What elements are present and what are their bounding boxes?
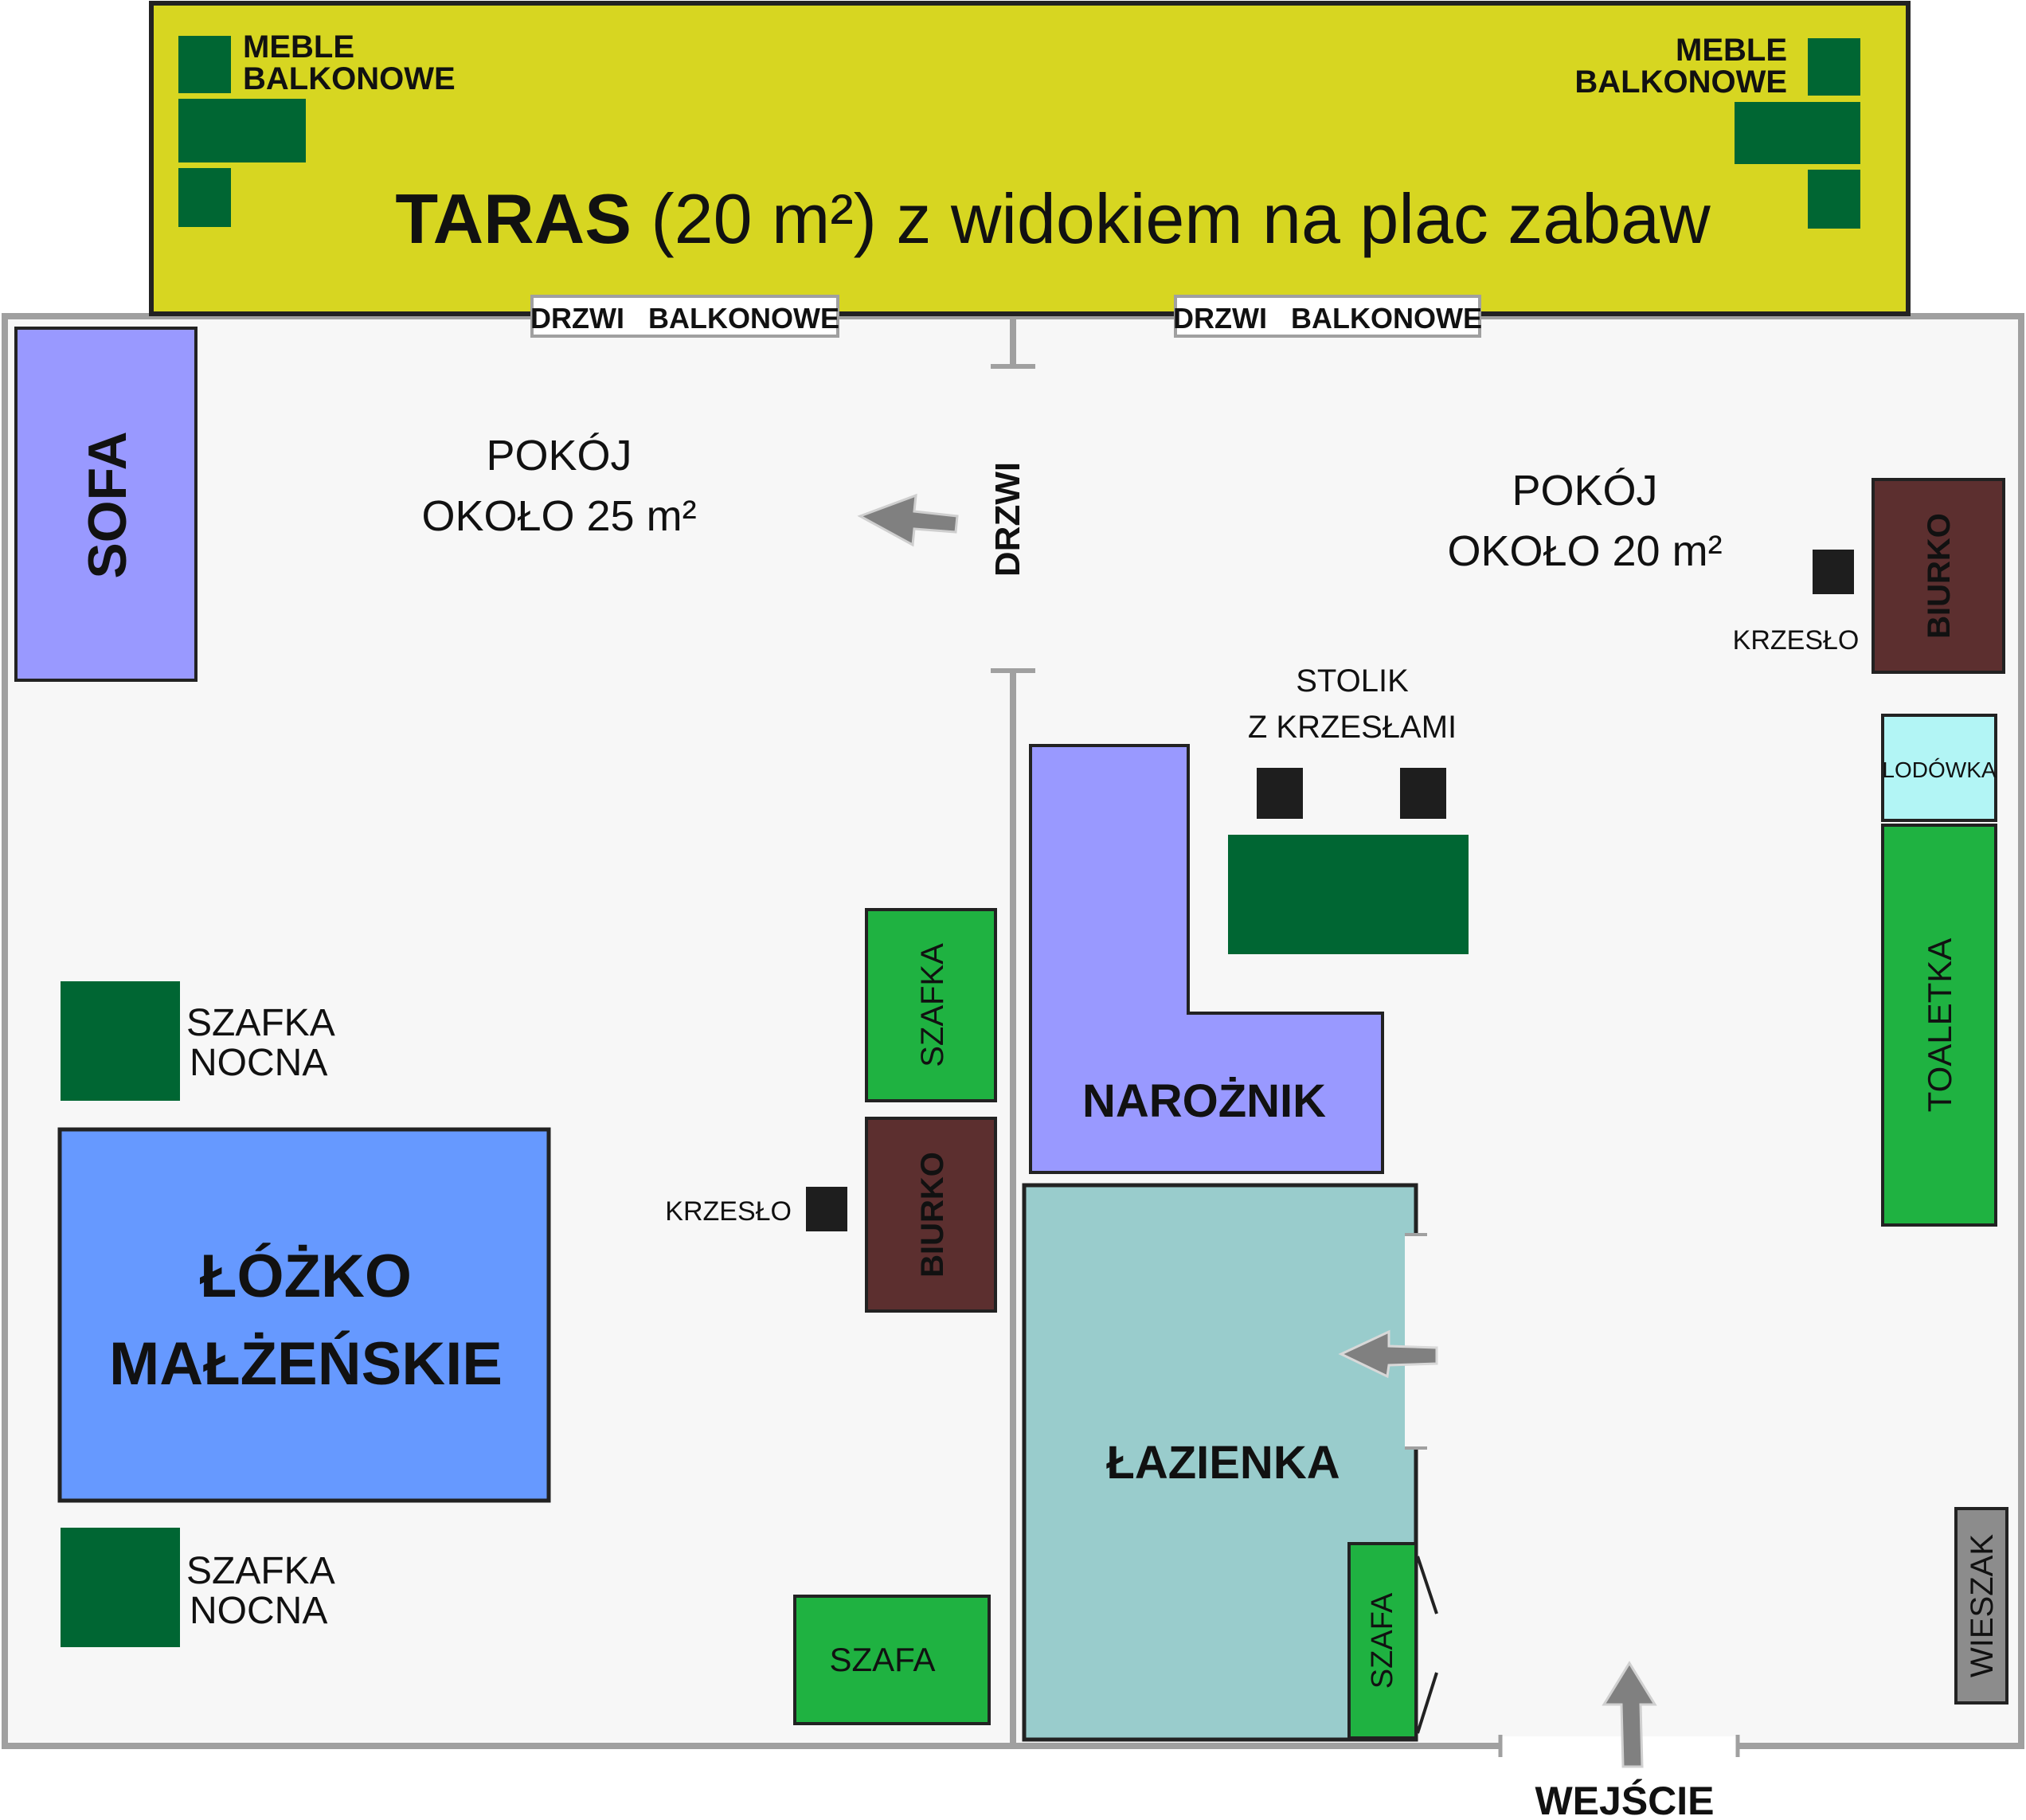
- chair-left-label: KRZESŁO: [665, 1196, 792, 1227]
- corner-sofa: [1029, 744, 1384, 1174]
- balcony-furniture-label-right-2: BALKONOWE: [1574, 65, 1787, 100]
- balcony-door-right-label: DRZWI BALKONOWE: [1173, 302, 1482, 335]
- hanger: [1954, 1507, 2008, 1705]
- chair-right: [1813, 550, 1854, 594]
- balcony-chair-right-top: [1808, 38, 1860, 96]
- corner-sofa-label: NAROŻNIK: [1082, 1075, 1326, 1127]
- fridge: [1881, 714, 1997, 822]
- door-arrow-icon: [857, 493, 959, 547]
- entrance-gap: [1500, 1736, 1738, 1760]
- bathroom-label: ŁAZIENKA: [1106, 1437, 1340, 1489]
- wardrobe-right: [1347, 1542, 1418, 1740]
- desk-left: [865, 1117, 997, 1313]
- vanity: [1881, 824, 1997, 1227]
- fridge-label: LODÓWKA: [1882, 757, 1996, 782]
- cabinet-label: SZAFKA: [915, 943, 950, 1067]
- dining-table: [1228, 835, 1469, 954]
- entrance-arrow-icon: [1602, 1661, 1657, 1768]
- chair-left: [806, 1187, 847, 1231]
- table-label-2: Z KRZESŁAMI: [1248, 710, 1457, 745]
- balcony-chair-left-bottom: [178, 168, 231, 227]
- nightstand-top-label-2: NOCNA: [190, 1042, 327, 1084]
- balcony-table-left: [178, 99, 306, 162]
- entrance-label: WEJŚCIE: [1535, 1779, 1714, 1820]
- table-chair-1: [1257, 768, 1303, 819]
- wardrobe-left: [793, 1595, 991, 1725]
- wardrobe-door-bottom: [1416, 1672, 1438, 1734]
- double-bed-label-1: ŁÓŻKO: [200, 1243, 412, 1310]
- nightstand-bottom: [61, 1528, 180, 1647]
- balcony-furniture-label-left-1: MEBLE: [243, 29, 354, 65]
- vanity-label: TOALETKA: [1921, 938, 1958, 1113]
- nightstand-top-label-1: SZAFKA: [186, 1002, 335, 1044]
- table-chair-2: [1400, 768, 1446, 819]
- terrace-title-rest: (20 m²) z widokiem na plac zabaw: [632, 179, 1711, 258]
- desk-right: [1872, 478, 2005, 674]
- balcony-door-left: [530, 295, 839, 338]
- nightstand-bottom-label-1: SZAFKA: [186, 1550, 335, 1592]
- right-room-area: OKOŁO 20 m²: [1447, 527, 1722, 575]
- bathroom-arrow-icon: [1338, 1329, 1438, 1379]
- left-room-area: OKOŁO 25 m²: [421, 492, 696, 540]
- desk-left-label: BIURKO: [915, 1152, 950, 1278]
- bathroom-door-opening: [1405, 1235, 1429, 1448]
- table-label-1: STOLIK: [1296, 663, 1409, 699]
- balcony-door-left-label: DRZWI BALKONOWE: [530, 302, 839, 335]
- double-bed: [57, 1127, 551, 1503]
- sofa: [14, 327, 198, 682]
- cabinet: [865, 908, 997, 1102]
- terrace-title-bold: TARAS: [395, 179, 632, 258]
- left-room-name: POKÓJ: [486, 432, 632, 479]
- nightstand-bottom-label-2: NOCNA: [190, 1590, 327, 1632]
- wardrobe-left-label: SZAFA: [829, 1641, 935, 1678]
- terrace-title: TARAS (20 m²) z widokiem na plac zabaw: [395, 179, 1711, 258]
- balcony-door-right: [1174, 295, 1481, 338]
- desk-right-label: BIURKO: [1922, 513, 1957, 639]
- balcony-table-right: [1735, 102, 1860, 164]
- hanger-label: WIESZAK: [1965, 1534, 2000, 1677]
- chair-right-label: KRZESŁO: [1733, 625, 1860, 656]
- balcony-chair-left-top: [178, 36, 231, 93]
- terrace: [149, 1, 1911, 316]
- double-bed-label-2: MAŁŻEŃSKIE: [109, 1330, 503, 1398]
- balcony-furniture-label-right-1: MEBLE: [1676, 33, 1787, 68]
- nightstand-top: [61, 981, 180, 1101]
- middle-door-label: DRZWI: [988, 462, 1027, 577]
- wardrobe-right-label: SZAFA: [1366, 1592, 1399, 1689]
- balcony-furniture-label-left-2: BALKONOWE: [243, 61, 456, 96]
- sofa-label: SOFA: [77, 431, 138, 578]
- right-room-name: POKÓJ: [1512, 467, 1657, 515]
- balcony-chair-right-bottom: [1808, 170, 1860, 229]
- wardrobe-door-top: [1416, 1556, 1438, 1615]
